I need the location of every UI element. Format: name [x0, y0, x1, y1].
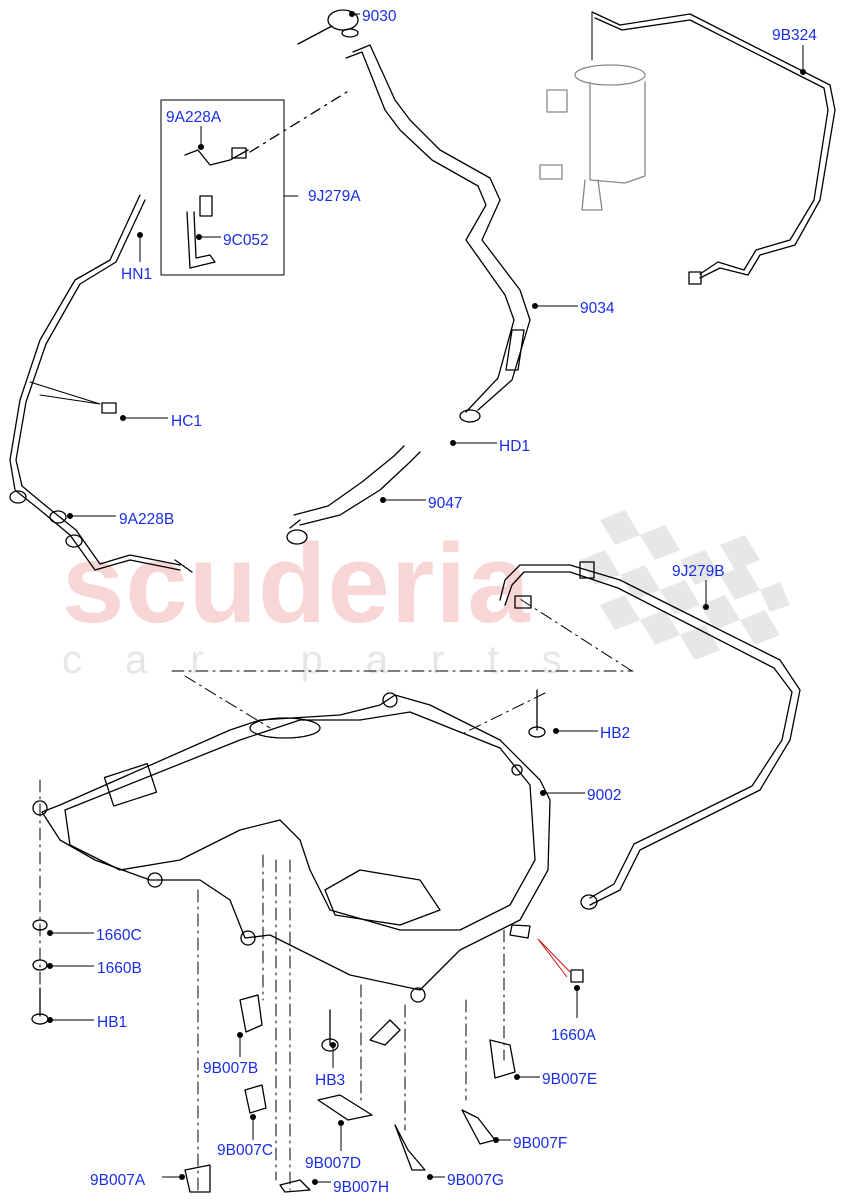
callout-9B324: 9B324 [772, 27, 817, 44]
callout-1660B: 1660B [97, 960, 142, 977]
callout-9B007D: 9B007D [305, 1155, 362, 1172]
callout-9047: 9047 [428, 495, 463, 512]
right-vapour-hose [499, 561, 801, 910]
callout-9A228A: 9A228A [166, 109, 222, 126]
callout-HD1: HD1 [499, 438, 531, 455]
callout-9B007A: 9B007A [90, 1172, 146, 1189]
callout-HC1: HC1 [171, 413, 203, 430]
callout-9B007G: 9B007G [447, 1172, 504, 1189]
watermark-brand: scuderia [62, 521, 531, 646]
callout-9B007E: 9B007E [542, 1071, 598, 1088]
watermark-tagline: car parts [62, 638, 605, 682]
callout-9034: 9034 [580, 300, 615, 317]
fuel-pump-module [539, 64, 646, 211]
callout-9B007B: 9B007B [203, 1060, 259, 1077]
fuel-filler-neck [345, 44, 531, 423]
callout-9J279A: 9J279A [308, 188, 361, 205]
callout-HN1: HN1 [121, 266, 153, 283]
callout-9B007F: 9B007F [513, 1135, 568, 1152]
callout-9B007H: 9B007H [333, 1179, 390, 1196]
callout-HB3: HB3 [315, 1072, 346, 1089]
callout-9B007C: 9B007C [217, 1142, 274, 1159]
callout-1660A: 1660A [551, 1027, 596, 1044]
callout-9A228B: 9A228B [119, 511, 175, 528]
callout-9C052: 9C052 [223, 232, 269, 249]
callout-1660C: 1660C [96, 927, 142, 944]
callout-9002: 9002 [587, 787, 622, 804]
callout-HB1: HB1 [97, 1014, 128, 1031]
checkered-flag-watermark [580, 510, 790, 660]
filler-lower-pipe [286, 445, 421, 545]
left-vapour-hose [9, 194, 193, 573]
callout-9030: 9030 [362, 8, 397, 25]
callout-9J279B: 9J279B [672, 563, 725, 580]
fuel-filler-cap [297, 9, 359, 45]
callout-HB2: HB2 [600, 725, 631, 742]
fuel-tank [32, 692, 551, 1046]
